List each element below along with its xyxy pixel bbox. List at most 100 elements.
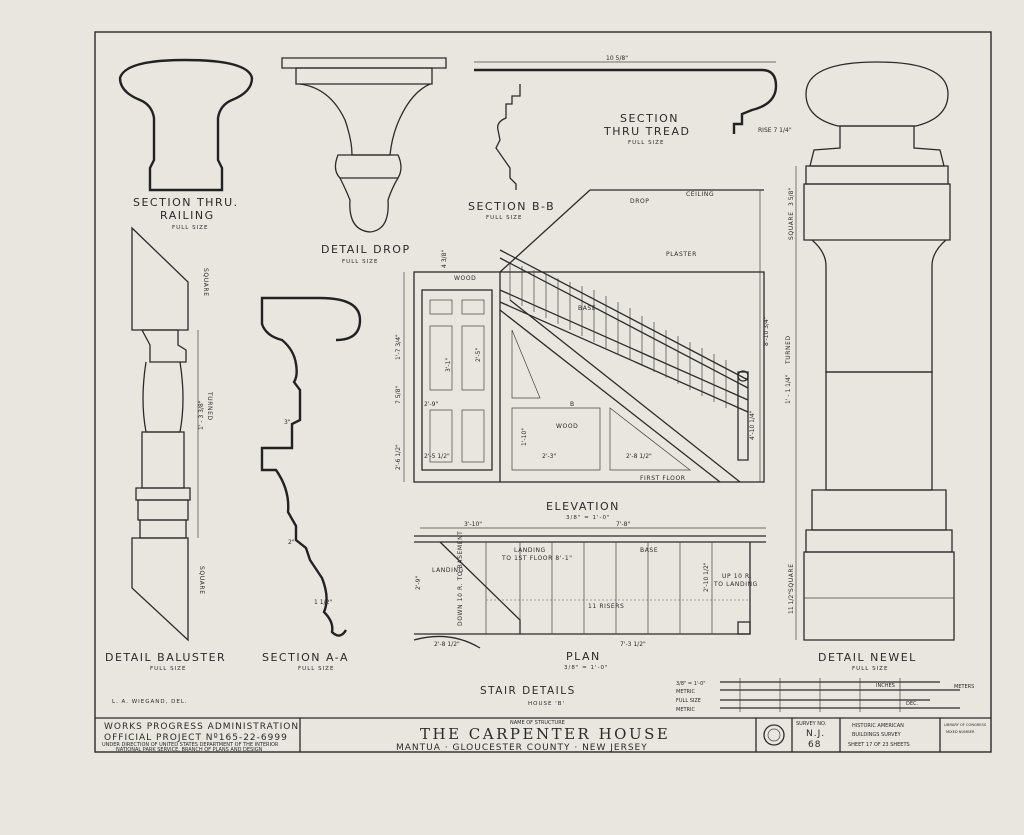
elev-label-wood-mid: WOOD bbox=[556, 423, 578, 430]
elev-label-ceiling: CEILING bbox=[686, 191, 714, 198]
habs-line2: BUILDINGS SURVEY bbox=[852, 732, 902, 738]
plan-up: UP 10 R. bbox=[722, 573, 752, 580]
plan-landing-to-floor-line1: LANDING bbox=[514, 547, 546, 554]
section-bb-drawing bbox=[495, 84, 521, 190]
newel-bottom-dim: 11 1/2" bbox=[788, 592, 795, 614]
elev-dim-0: 4 3/8" bbox=[441, 250, 448, 268]
plan-risers: 11 RISERS bbox=[588, 603, 624, 610]
railing-section-drawing bbox=[118, 58, 254, 192]
plan-dim-4: 7'-3 1/2" bbox=[620, 641, 646, 648]
scale-label-1: METRIC bbox=[676, 689, 695, 695]
plan-dim-1: 7'-8" bbox=[616, 521, 630, 528]
elev-label-drop: DROP bbox=[630, 198, 650, 205]
newel-square-bottom: SQUARE bbox=[788, 563, 795, 592]
elev-label-first-floor: FIRST FLOOR bbox=[640, 475, 686, 482]
baluster-scale: FULL SIZE bbox=[150, 666, 186, 672]
scale-label-0: 3/8" = 1'-0" bbox=[676, 681, 706, 687]
newel-turned: TURNED bbox=[785, 335, 792, 365]
elev-dim-11: 2'-5 1/2" bbox=[424, 453, 450, 460]
scale-bars bbox=[720, 678, 960, 712]
section-aa-dim3: 1 1/2" bbox=[314, 599, 332, 606]
elev-dim-1: 1'-7 3/4" bbox=[395, 334, 402, 360]
elev-label-base: BASE bbox=[578, 305, 596, 312]
plan-scale: 3/8" = 1'-0" bbox=[564, 665, 609, 671]
newel-turned-dim: 1' - 1 1/4" bbox=[785, 374, 792, 404]
direction-line2: NATIONAL PARK SERVICE, BRANCH OF PLANS A… bbox=[116, 747, 263, 753]
section-aa-drawing bbox=[260, 296, 362, 637]
tread-title-line1: SECTION bbox=[620, 112, 679, 125]
section-aa-dim1: 3" bbox=[284, 419, 291, 426]
scale-label-3: METRIC bbox=[676, 707, 695, 713]
plan-dim-2: 2'-9" bbox=[415, 576, 422, 590]
elev-label-b: B bbox=[570, 401, 575, 408]
elev-dim-4: 3'-1" bbox=[445, 358, 452, 372]
delineator: L. A. WIEGAND, DEL. bbox=[112, 699, 188, 705]
elev-label-plaster: PLASTER bbox=[666, 251, 697, 258]
elev-dim-10: 4'-10 1/4" bbox=[749, 410, 756, 440]
wpa-label: WORKS PROGRESS ADMINISTRATION bbox=[104, 722, 299, 732]
plan-dim-5: 2'-10 1/2" bbox=[703, 562, 710, 592]
loc-line1: LIBRARY OF CONGRESS bbox=[944, 723, 987, 727]
title-block bbox=[95, 717, 991, 752]
tread-scale: FULL SIZE bbox=[628, 140, 664, 146]
section-aa-dim2: 2" bbox=[288, 539, 295, 546]
survey-seal-icon bbox=[763, 724, 785, 746]
elev-label-wood-top: WOOD bbox=[454, 275, 476, 282]
elev-dim-3: 7 5/8" bbox=[395, 386, 402, 404]
scale-unit-2: DEC. bbox=[906, 701, 919, 707]
plan-down: DOWN 10 R. TO BASEMENT bbox=[457, 531, 464, 626]
railing-title-line2: RAILING bbox=[160, 209, 215, 222]
baluster-title: DETAIL BALUSTER bbox=[105, 651, 226, 664]
habs-line1: HISTORIC AMERICAN bbox=[852, 723, 904, 729]
plan-dim-0: 3'-10" bbox=[464, 521, 482, 528]
tread-rise-dim: RISE 7 1/4" bbox=[758, 127, 792, 134]
newel-top-dim: 3 5/8" bbox=[788, 188, 795, 206]
section-aa-title: SECTION A-A bbox=[262, 651, 349, 664]
elev-dim-6: 2'-3" bbox=[542, 453, 556, 460]
section-aa-scale: FULL SIZE bbox=[298, 666, 334, 672]
newel-scale: FULL SIZE bbox=[852, 666, 888, 672]
plan-up-line2: TO LANDING bbox=[713, 581, 758, 588]
structure-name-label: NAME OF STRUCTURE bbox=[510, 720, 565, 726]
elev-dim-12: 8'-10 3/4" bbox=[763, 316, 770, 346]
drop-drawing bbox=[281, 57, 447, 233]
elevation-scale: 3/8" = 1'-0" bbox=[566, 515, 611, 521]
loc-line2: MIXED NUMBER bbox=[946, 730, 975, 734]
tread-title-line2: THRU TREAD bbox=[603, 125, 691, 138]
scale-unit-1: METERS bbox=[954, 684, 974, 690]
plan-landing: LANDING bbox=[432, 567, 464, 574]
plan-landing-to-floor-line2: TO 1ST FLOOR 8'-1" bbox=[501, 555, 573, 562]
elevation-title: ELEVATION bbox=[546, 500, 620, 513]
tread-section-drawing bbox=[474, 61, 778, 134]
sheet-border bbox=[94, 31, 992, 753]
scale-unit-0: INCHES bbox=[876, 683, 895, 689]
baluster-turned-dim: 1' - 3 3/8" bbox=[198, 400, 205, 430]
drop-scale: FULL SIZE bbox=[342, 259, 378, 265]
elev-dim-7: 2'-8 1/2" bbox=[626, 453, 652, 460]
plan-title: PLAN bbox=[566, 650, 601, 663]
plan-base: BASE bbox=[640, 547, 658, 554]
tread-width-dim: 10 5/8" bbox=[606, 55, 628, 62]
elev-dim-5: 2'-5" bbox=[475, 348, 482, 362]
section-bb-scale: FULL SIZE bbox=[486, 215, 522, 221]
elev-dim-8: 1'-10" bbox=[521, 428, 528, 446]
structure-location: MANTUA · GLOUCESTER COUNTY · NEW JERSEY bbox=[396, 743, 648, 753]
newel-square-top: SQUARE bbox=[788, 211, 795, 240]
scale-label-2: FULL SIZE bbox=[676, 698, 701, 704]
section-bb-title: SECTION B-B bbox=[468, 200, 555, 213]
house-label: HOUSE 'B' bbox=[528, 701, 565, 707]
elevation-drawing bbox=[403, 189, 765, 483]
drop-title: DETAIL DROP bbox=[321, 243, 411, 256]
plan-drawing bbox=[413, 527, 766, 649]
survey-no-label: SURVEY NO. bbox=[796, 721, 827, 727]
baluster-square-top: SQUARE bbox=[202, 268, 209, 297]
project-number: OFFICIAL PROJECT Nº165-22-6999 bbox=[104, 733, 288, 743]
elev-dim-9: 2'-9" bbox=[424, 401, 438, 408]
railing-title-line1: SECTION THRU. bbox=[133, 196, 239, 209]
stair-details-title: STAIR DETAILS bbox=[480, 685, 576, 697]
sheet-number: SHEET 17 OF 23 SHEETS bbox=[848, 742, 910, 748]
plan-dim-3: 2'-8 1/2" bbox=[434, 641, 460, 648]
baluster-turned: TURNED bbox=[206, 391, 213, 421]
elev-dim-2: 2'-6 1/2" bbox=[395, 444, 402, 470]
